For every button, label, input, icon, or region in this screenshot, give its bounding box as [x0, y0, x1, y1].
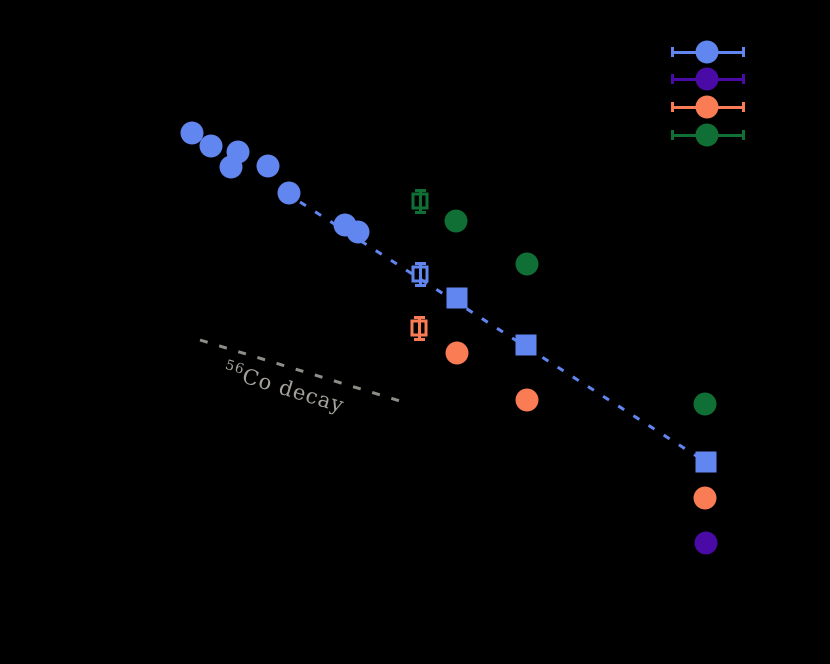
legend-entry-orange-cap-left	[670, 102, 674, 112]
blue-circles-point	[199, 134, 223, 158]
legend-entry-purple-cap-left	[670, 74, 674, 84]
blue-open-square-errorbar-point	[411, 265, 429, 283]
legend-entry-green-marker	[695, 123, 719, 147]
orange-circles-point	[693, 486, 717, 510]
co56-decay-reference-line	[199, 338, 411, 406]
legend-entry-green-cap-left	[670, 130, 674, 140]
legend-entry-green-cap-right	[741, 130, 745, 140]
blue-filled-squares-point	[446, 287, 468, 309]
green-open-square-errorbar-cap-top	[414, 189, 426, 192]
blue-circles-point	[219, 155, 243, 179]
blue-circles-point	[346, 220, 370, 244]
legend-entry-blue-cap-right	[741, 47, 745, 57]
legend-entry-blue-marker	[695, 40, 719, 64]
green-open-square-errorbar-point	[411, 192, 429, 210]
legend-entry-blue-cap-left	[670, 47, 674, 57]
blue-open-square-errorbar-cap-bottom	[414, 284, 426, 287]
orange-open-square-errorbar-cap-bottom	[413, 338, 425, 341]
orange-circles-point	[445, 341, 469, 365]
green-open-square-errorbar-cap-bottom	[414, 211, 426, 214]
blue-circles-point	[277, 181, 301, 205]
legend-entry-orange-cap-right	[741, 102, 745, 112]
orange-circles-point	[515, 388, 539, 412]
green-circles-point	[693, 392, 717, 416]
legend-entry-purple-cap-right	[741, 74, 745, 84]
orange-open-square-errorbar-cap-top	[413, 316, 425, 319]
green-circles-point	[444, 209, 468, 233]
legend-entry-purple-marker	[695, 67, 719, 91]
blue-open-square-errorbar-cap-top	[414, 262, 426, 265]
orange-open-square-errorbar-point	[410, 319, 428, 337]
blue-circles-point	[180, 121, 204, 145]
blue-filled-squares-point	[515, 334, 537, 356]
green-circles-point	[515, 252, 539, 276]
purple-circles-point	[694, 531, 718, 555]
green-open-square-errorbar-errorbar	[418, 189, 422, 214]
orange-open-square-errorbar-errorbar	[417, 316, 421, 341]
blue-filled-squares-point	[695, 451, 717, 473]
blue-circles-point	[256, 154, 280, 178]
blue-open-square-errorbar-errorbar	[418, 262, 422, 287]
legend-entry-orange-marker	[695, 95, 719, 119]
